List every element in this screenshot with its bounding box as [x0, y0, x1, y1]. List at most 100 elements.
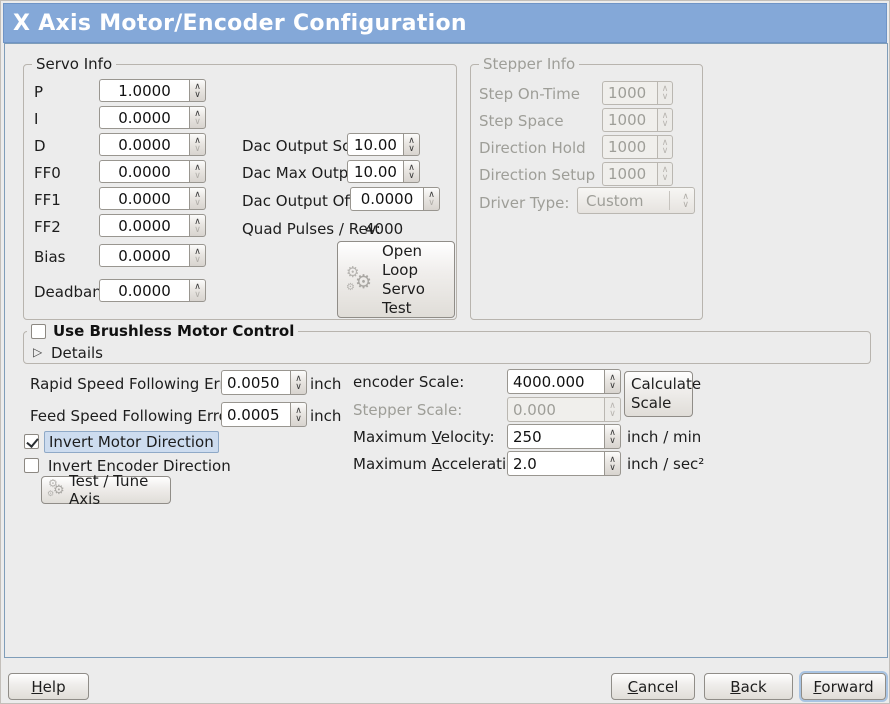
feed-following-error-spinner[interactable]: ∧∨ [290, 402, 307, 427]
spin-up-icon[interactable]: ∧ [609, 427, 616, 438]
i-spinbox[interactable]: 0.0000 [99, 106, 189, 129]
spin-down-icon: ∨ [609, 408, 616, 419]
spin-up-icon[interactable]: ∧ [194, 108, 201, 119]
bias-spinbox[interactable]: 0.0000 [99, 244, 189, 267]
spin-up-icon[interactable]: ∧ [408, 162, 415, 173]
ff2-spinbox[interactable]: 0.0000 [99, 214, 189, 237]
help-button[interactable]: Help [8, 673, 89, 700]
rapid-following-error-spinbox[interactable]: 0.0050 [221, 370, 290, 395]
back-label: Back [730, 677, 767, 696]
spin-up-icon[interactable]: ∧ [194, 246, 201, 257]
spin-down-icon[interactable]: ∨ [295, 381, 302, 392]
spin-up-icon[interactable]: ∧ [428, 190, 435, 200]
spin-up-icon[interactable]: ∧ [194, 281, 201, 292]
direction-hold-spinbox: 1000 [602, 135, 657, 159]
spin-up-icon[interactable]: ∧ [194, 189, 201, 200]
invert-motor-label[interactable]: Invert Motor Direction [44, 431, 219, 453]
spin-down-icon[interactable]: ∨ [194, 289, 201, 300]
spin-up-icon[interactable]: ∧ [194, 162, 201, 173]
spin-up-icon[interactable]: ∧ [295, 405, 302, 416]
spin-down-icon[interactable]: ∨ [194, 197, 201, 208]
spin-down-icon[interactable]: ∨ [194, 170, 201, 181]
stepper-scale-spinbox: 0.000 [507, 397, 604, 422]
max-velocity-spinner[interactable]: ∧∨ [604, 424, 621, 449]
step-space-spinner: ∧∨ [657, 108, 673, 132]
p-spinner[interactable]: ∧∨ [189, 79, 206, 102]
rapid-following-error-spinner[interactable]: ∧∨ [290, 370, 307, 395]
help-label: Help [31, 677, 66, 696]
direction-hold-spinner: ∧∨ [657, 135, 673, 159]
spin-up-icon: ∧ [661, 165, 669, 175]
dac-max-output-spinbox[interactable]: 10.00 [347, 160, 403, 183]
stepper-scale-label: Stepper Scale: [353, 401, 463, 419]
ff1-spinner[interactable]: ∧∨ [189, 187, 206, 210]
bias-spinner[interactable]: ∧∨ [189, 244, 206, 267]
direction-setup-label: Direction Setup [479, 166, 596, 184]
cancel-button[interactable]: Cancel [611, 673, 695, 700]
spin-up-icon[interactable]: ∧ [408, 135, 415, 146]
spin-down-icon[interactable]: ∨ [194, 254, 201, 265]
spin-up-icon: ∧ [661, 111, 669, 121]
title-bar: X Axis Motor/Encoder Configuration [3, 3, 887, 43]
spin-down-icon[interactable]: ∨ [609, 435, 616, 446]
spin-down-icon[interactable]: ∨ [428, 198, 435, 208]
spin-down-icon[interactable]: ∨ [194, 89, 201, 100]
ff1-spinbox[interactable]: 0.0000 [99, 187, 189, 210]
encoder-scale-spinbox[interactable]: 4000.000 [507, 369, 604, 394]
direction-setup-spinbox: 1000 [602, 162, 657, 186]
encoder-scale-spinner[interactable]: ∧∨ [604, 369, 621, 394]
rapid-following-error-unit: inch [310, 375, 342, 393]
spin-down-icon[interactable]: ∨ [194, 224, 201, 235]
spin-down-icon[interactable]: ∨ [408, 143, 415, 154]
spin-down-icon[interactable]: ∨ [408, 170, 415, 181]
expander-arrow-icon[interactable]: ▷ [33, 345, 43, 359]
spin-up-icon[interactable]: ∧ [609, 454, 616, 465]
dac-output-offset-spinbox[interactable]: 0.0000 [350, 187, 423, 211]
spin-up-icon[interactable]: ∧ [194, 216, 201, 227]
invert-encoder-label[interactable]: Invert Encoder Direction [48, 457, 231, 475]
spin-up-icon[interactable]: ∧ [194, 135, 201, 146]
d-spinbox[interactable]: 0.0000 [99, 133, 189, 156]
max-acceleration-spinner[interactable]: ∧∨ [604, 451, 621, 476]
test-tune-axis-button[interactable]: ⚙ ⚙ ⚙ Test / Tune Axis [41, 472, 171, 508]
deadband-spinner[interactable]: ∧∨ [189, 279, 206, 302]
ff0-spinner[interactable]: ∧∨ [189, 160, 206, 183]
feed-following-error-spinbox[interactable]: 0.0005 [221, 402, 290, 427]
ff2-spinner[interactable]: ∧∨ [189, 214, 206, 237]
spin-down-icon[interactable]: ∨ [194, 116, 201, 127]
d-spinner[interactable]: ∧∨ [189, 133, 206, 156]
open-loop-servo-test-button[interactable]: ⚙ ⚙ ⚙ Open Loop Servo Test [337, 241, 455, 318]
gears-icon: ⚙ ⚙ ⚙ [47, 477, 65, 498]
back-button[interactable]: Back [704, 673, 793, 700]
spin-down-icon[interactable]: ∨ [295, 413, 302, 424]
dac-output-scale-spinbox[interactable]: 10.00 [347, 133, 403, 156]
deadband-spinbox[interactable]: 0.0000 [99, 279, 189, 302]
use-brushless-checkbox[interactable] [31, 323, 46, 339]
forward-button[interactable]: Forward [801, 673, 886, 700]
cancel-label: Cancel [627, 677, 679, 696]
calculate-scale-button[interactable]: Calculate Scale [624, 371, 701, 417]
spin-down-icon[interactable]: ∨ [609, 462, 616, 473]
driver-type-label: Driver Type: [479, 194, 570, 212]
i-spinner[interactable]: ∧∨ [189, 106, 206, 129]
spin-up-icon[interactable]: ∧ [295, 373, 302, 384]
dac-max-output-spinner[interactable]: ∧∨ [403, 160, 420, 183]
spin-down-icon: ∨ [661, 173, 669, 183]
invert-motor-checkbox[interactable] [24, 434, 39, 449]
step-space-spinbox: 1000 [602, 108, 657, 132]
servo-info-legend: Servo Info [32, 55, 117, 73]
dac-output-scale-spinner[interactable]: ∧∨ [403, 133, 420, 156]
dac-output-offset-spinner[interactable]: ∧∨ [423, 187, 440, 211]
details-expander[interactable]: Details [51, 344, 104, 362]
spin-down-icon[interactable]: ∨ [609, 380, 616, 391]
p-spinbox[interactable]: 1.0000 [99, 79, 189, 102]
spin-down-icon[interactable]: ∨ [194, 143, 201, 154]
spin-down-icon: ∨ [661, 92, 669, 102]
max-acceleration-spinbox[interactable]: 2.0 [507, 451, 604, 476]
invert-encoder-checkbox[interactable] [24, 458, 39, 473]
ff0-spinbox[interactable]: 0.0000 [99, 160, 189, 183]
max-velocity-spinbox[interactable]: 250 [507, 424, 604, 449]
spin-up-icon[interactable]: ∧ [194, 81, 201, 92]
brushless-frame [23, 331, 871, 364]
spin-up-icon[interactable]: ∧ [609, 372, 616, 383]
